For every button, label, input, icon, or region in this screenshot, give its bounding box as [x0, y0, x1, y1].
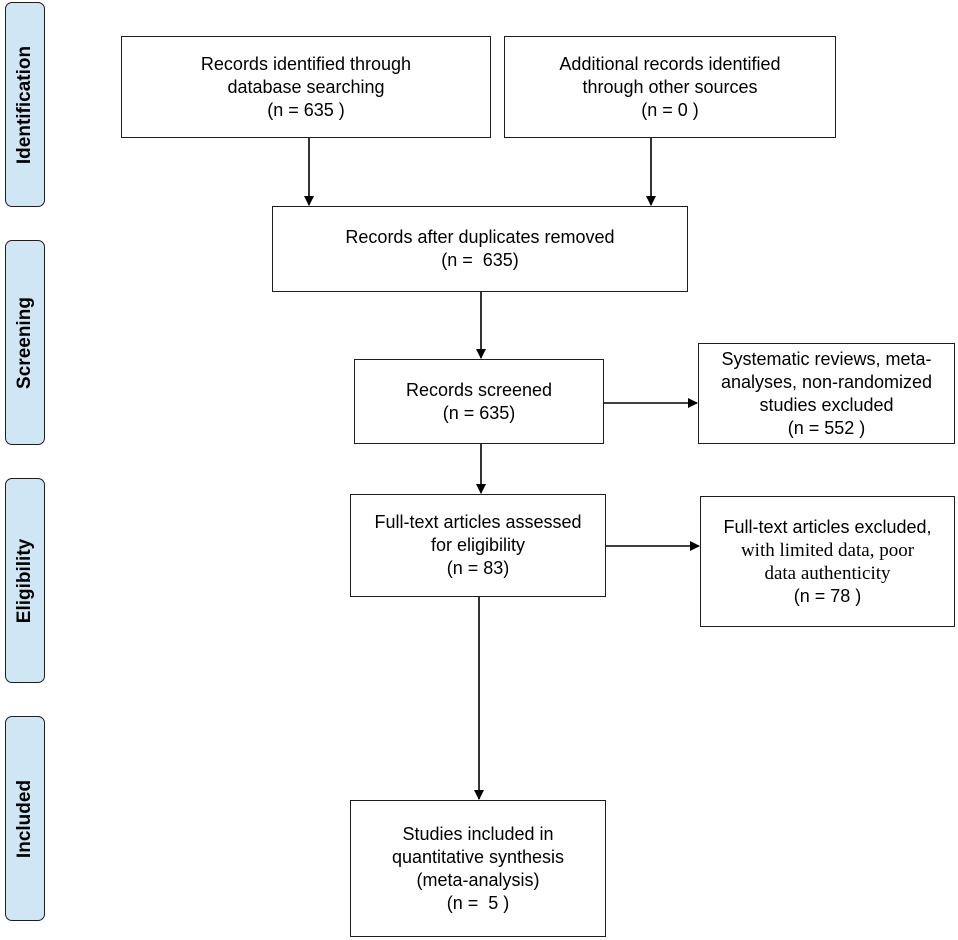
box-text-line: quantitative synthesis [391, 846, 565, 867]
box-text-line: database searching [227, 76, 385, 97]
box-text-line: Additional records identified [559, 53, 781, 74]
box-text-line: Records identified through [200, 53, 412, 74]
box-text-line: Full-text articles assessed [374, 512, 582, 532]
phase-included: Included [5, 716, 45, 921]
box-count: (n = 83) [446, 558, 510, 578]
box-text-line: Records screened [405, 379, 553, 400]
box-database-searching: Records identified through database sear… [121, 36, 491, 138]
box-text-line: data authenticity [764, 562, 891, 584]
box-count: (n = 635) [441, 250, 519, 270]
box-text-line: for eligibility [430, 535, 526, 555]
box-count: (n = 552 ) [787, 417, 866, 438]
box-text-line: analyses, non-randomized [720, 371, 933, 392]
phase-eligibility: Eligibility [5, 478, 45, 683]
box-text-line: through other sources [582, 76, 758, 97]
phase-identification: Identification [5, 2, 45, 207]
box-count: (n = 635 ) [267, 99, 345, 120]
box-records-screened: Records screened (n = 635) [354, 359, 604, 444]
box-duplicates-removed: Records after duplicates removed (n = 63… [272, 206, 688, 292]
box-fulltext-excluded: Full-text articles excluded, with limite… [700, 496, 955, 627]
box-count: (n = 78 ) [793, 585, 862, 606]
box-text-line: with limited data, poor [740, 539, 915, 561]
box-count: (n = 635) [442, 402, 516, 423]
box-studies-included: Studies included in quantitative synthes… [350, 800, 606, 937]
box-screening-excluded: Systematic reviews, meta- analyses, non-… [698, 343, 955, 444]
phase-screening: Screening [5, 240, 45, 445]
box-count: (n = 0 ) [641, 99, 699, 120]
box-text-line: (meta-analysis) [416, 869, 540, 890]
box-fulltext-assessed: Full-text articles assessed for eligibil… [350, 494, 606, 597]
box-count: (n = 5 ) [446, 892, 510, 913]
box-text-line: Studies included in [402, 823, 554, 844]
box-other-sources: Additional records identified through ot… [504, 36, 836, 138]
box-text-line: Systematic reviews, meta- [721, 348, 932, 369]
box-text-line: Full-text articles excluded, [723, 516, 932, 537]
box-text-line: Records after duplicates removed [345, 227, 615, 247]
box-text-line: studies excluded [759, 394, 894, 415]
